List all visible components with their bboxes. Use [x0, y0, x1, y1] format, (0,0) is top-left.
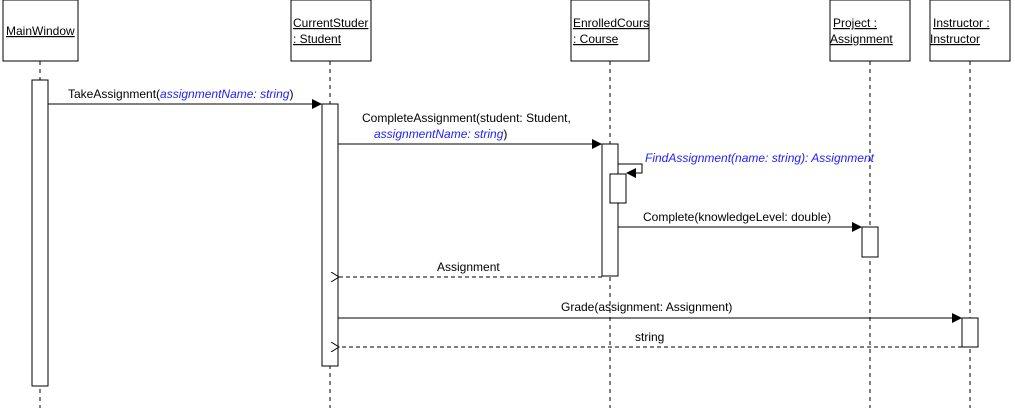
- lifeline-enrolled-course: EnrolledCours : Course: [570, 0, 650, 408]
- lifeline-name: MainWindow: [6, 24, 75, 38]
- activation-bar: [321, 103, 339, 367]
- lifeline-box[interactable]: [570, 0, 650, 62]
- self-message-arrow[interactable]: [618, 163, 643, 178]
- message-complete: Complete(knowledgeLevel: double): [618, 210, 862, 232]
- lifeline-type: : Student: [293, 32, 342, 46]
- return-assignment: Assignment: [339, 260, 602, 277]
- lifeline-type: Assignment: [830, 32, 893, 46]
- lifeline-box[interactable]: [829, 0, 911, 62]
- activation-bar: [961, 317, 979, 348]
- lifeline-box[interactable]: [929, 0, 1011, 62]
- lifeline-name: CurrentStuder: [293, 16, 368, 30]
- lifeline-type: : Course: [573, 32, 619, 46]
- lifeline-box[interactable]: [2, 0, 79, 62]
- message-label: Grade(assignment: Assignment): [561, 300, 732, 314]
- activation-bar: [861, 226, 879, 258]
- lifeline-box[interactable]: [290, 0, 372, 62]
- message-find-assignment: FindAssignment(name: string): Assignment: [618, 151, 875, 178]
- message-complete-assignment: CompleteAssignment(student: Student, ass…: [338, 111, 602, 149]
- lifeline-mainwindow: MainWindow: [2, 0, 79, 408]
- activation-bar: [601, 143, 619, 277]
- message-grade: Grade(assignment: Assignment): [338, 300, 962, 323]
- lifeline-type: Instructor: [930, 32, 980, 46]
- lifeline-name: Instructor :: [933, 16, 990, 30]
- lifeline-current-student: CurrentStuder : Student: [290, 0, 372, 408]
- return-label: string: [635, 330, 664, 344]
- lifeline-name: Project :: [833, 16, 877, 30]
- message-label: FindAssignment(name: string): Assignment: [645, 151, 875, 165]
- message-label: Complete(knowledgeLevel: double): [643, 210, 831, 224]
- lifeline-instructor: Instructor : Instructor: [929, 0, 1011, 408]
- message-label: TakeAssignment(assignmentName: string): [68, 87, 293, 101]
- message-label: CompleteAssignment(student: Student,: [362, 111, 571, 125]
- message-take-assignment: TakeAssignment(assignmentName: string): [48, 87, 322, 109]
- return-string: string: [339, 330, 962, 347]
- nested-activation-bar: [609, 173, 627, 204]
- lifeline-project-assignment: Project : Assignment: [829, 0, 911, 408]
- activation-bar: [31, 79, 49, 387]
- return-label: Assignment: [437, 260, 500, 274]
- message-label-params: assignmentName: string): [374, 127, 507, 141]
- lifeline-name: EnrolledCours: [573, 16, 649, 30]
